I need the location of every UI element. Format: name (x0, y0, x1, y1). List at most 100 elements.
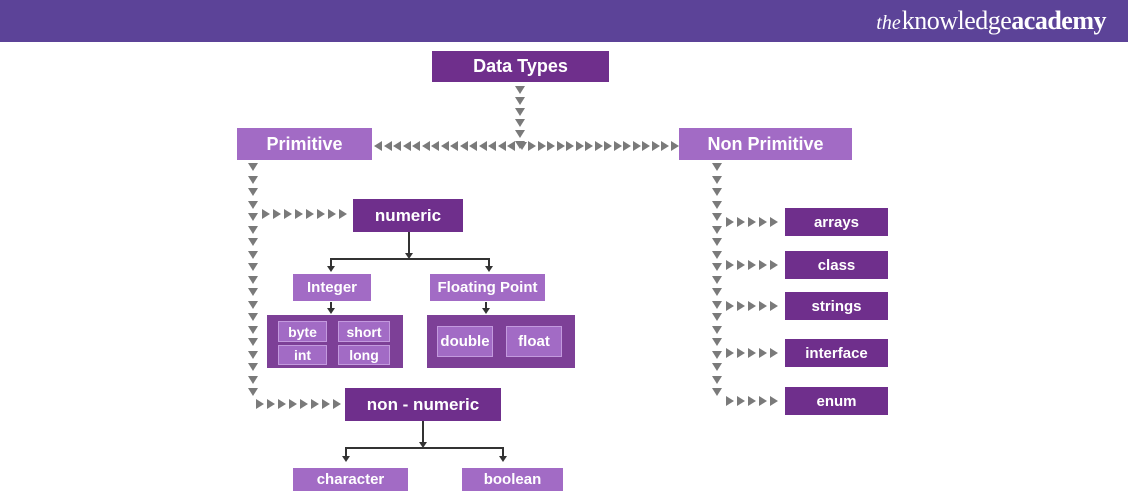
arrow-triangle-icon (295, 209, 303, 219)
arrow-triangle-icon (248, 188, 258, 196)
arrow-triangle-icon (770, 260, 778, 270)
arrow-triangle-icon (651, 141, 660, 151)
arrow-triangle-icon (759, 396, 767, 406)
arrow-triangle-icon (248, 175, 258, 184)
arrow-triangle-icon (248, 250, 258, 259)
arrow-triangle-icon (248, 375, 258, 384)
arrow-triangle-icon (748, 217, 756, 227)
connector-integer-stem (330, 260, 332, 267)
node-class: class (785, 251, 888, 279)
arrow-triangle-icon (248, 238, 258, 246)
arrow-triangle-icon (759, 217, 767, 227)
arrow-triangle-icon (566, 141, 574, 151)
arrow-chain-to-arrays (726, 217, 778, 227)
node-int: int (278, 345, 327, 365)
arrow-triangle-icon (726, 348, 734, 358)
arrow-triangle-icon (248, 300, 258, 309)
arrow-chain-splitter (374, 141, 679, 151)
arrow-triangle-icon (431, 141, 439, 151)
arrow-triangle-icon (712, 275, 722, 284)
arrow-triangle-icon (748, 301, 756, 311)
arrow-triangle-icon (712, 250, 722, 259)
arrow-triangle-icon (623, 141, 631, 151)
arrow-triangle-icon (515, 86, 525, 94)
connector-floating-arrowhead (485, 266, 493, 272)
arrow-triangle-icon (726, 396, 734, 406)
arrow-triangle-icon (248, 225, 258, 234)
connector-numeric-stem (408, 232, 410, 256)
arrow-triangle-icon (759, 301, 767, 311)
arrow-triangle-icon (528, 141, 536, 151)
arrow-triangle-icon (737, 260, 745, 270)
connector-numeric-arrowhead (405, 253, 413, 259)
arrow-triangle-icon (322, 399, 330, 409)
arrow-triangle-icon (516, 142, 527, 150)
arrow-triangle-icon (737, 301, 745, 311)
arrow-triangle-icon (712, 288, 722, 296)
arrow-triangle-icon (278, 399, 286, 409)
arrow-chain-primitive-down (248, 163, 258, 396)
arrow-triangle-icon (374, 141, 382, 151)
connector-character-arrowhead (342, 456, 350, 462)
arrow-triangle-icon (248, 350, 258, 359)
connector-integer-arrowhead (327, 266, 335, 272)
node-arrays: arrays (785, 208, 888, 236)
connector-integer-group-stem (330, 302, 332, 309)
arrow-triangle-icon (712, 388, 722, 396)
node-byte: byte (278, 321, 327, 342)
node-interface: interface (785, 339, 888, 367)
arrow-triangle-icon (459, 141, 468, 151)
node-numeric: numeric (353, 199, 463, 232)
node-double: double (437, 326, 493, 357)
arrow-triangle-icon (712, 350, 722, 359)
arrow-triangle-icon (712, 375, 722, 384)
node-long: long (338, 345, 390, 365)
node-non-primitive: Non Primitive (679, 128, 852, 160)
arrow-triangle-icon (383, 141, 392, 151)
arrow-chain-to-strings (726, 301, 778, 311)
connector-numeric-hbar (330, 258, 490, 260)
connector-floating-stem (488, 260, 490, 267)
arrow-triangle-icon (248, 263, 258, 271)
arrow-triangle-icon (759, 260, 767, 270)
arrow-triangle-icon (339, 209, 347, 219)
arrow-triangle-icon (248, 363, 258, 371)
arrow-chain-center (516, 142, 527, 150)
arrow-triangle-icon (421, 141, 430, 151)
arrow-triangle-icon (748, 260, 756, 270)
logo-knowledge: knowledge (901, 6, 1012, 35)
arrow-triangle-icon (328, 209, 336, 219)
arrow-triangle-icon (712, 325, 722, 334)
arrow-triangle-icon (273, 209, 281, 219)
arrow-triangle-icon (770, 396, 778, 406)
arrow-triangle-icon (256, 399, 264, 409)
arrow-chain-to-interface (726, 348, 778, 358)
arrow-chain-to-enum (726, 396, 778, 406)
arrow-triangle-icon (450, 141, 458, 151)
arrow-chain-left (374, 141, 515, 151)
arrow-chain-root-down (515, 86, 525, 149)
arrow-triangle-icon (712, 213, 722, 221)
node-boolean: boolean (462, 468, 563, 491)
arrow-triangle-icon (594, 141, 603, 151)
arrow-triangle-icon (393, 141, 401, 151)
arrow-triangle-icon (306, 209, 314, 219)
connector-boolean-stem (502, 449, 504, 457)
arrow-chain-non-primitive-down (712, 163, 722, 396)
arrow-triangle-icon (712, 363, 722, 371)
arrow-triangle-icon (712, 238, 722, 246)
group-floating-types: double float (427, 315, 575, 368)
node-character: character (293, 468, 408, 491)
arrow-triangle-icon (547, 141, 555, 151)
arrow-triangle-icon (262, 209, 270, 219)
arrow-triangle-icon (248, 338, 258, 346)
arrow-triangle-icon (661, 141, 669, 151)
arrow-triangle-icon (670, 141, 679, 151)
arrow-triangle-icon (712, 175, 722, 184)
arrow-triangle-icon (248, 388, 258, 396)
arrow-triangle-icon (317, 209, 325, 219)
arrow-triangle-icon (488, 141, 496, 151)
